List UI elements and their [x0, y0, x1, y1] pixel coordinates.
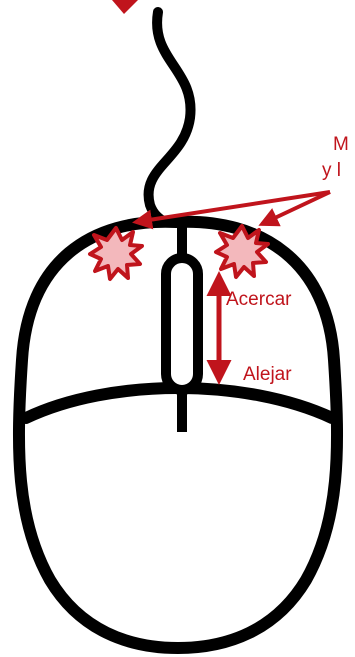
label-zoom-in: Acercar	[226, 289, 292, 310]
label-zoom-out: Alejar	[243, 364, 292, 385]
label-top-line2: y l	[322, 160, 341, 181]
top-arrow-fragment	[112, 0, 138, 14]
scroll-wheel[interactable]	[166, 258, 198, 390]
mouse-cable	[149, 12, 191, 232]
label-top-line1: M	[333, 134, 349, 155]
